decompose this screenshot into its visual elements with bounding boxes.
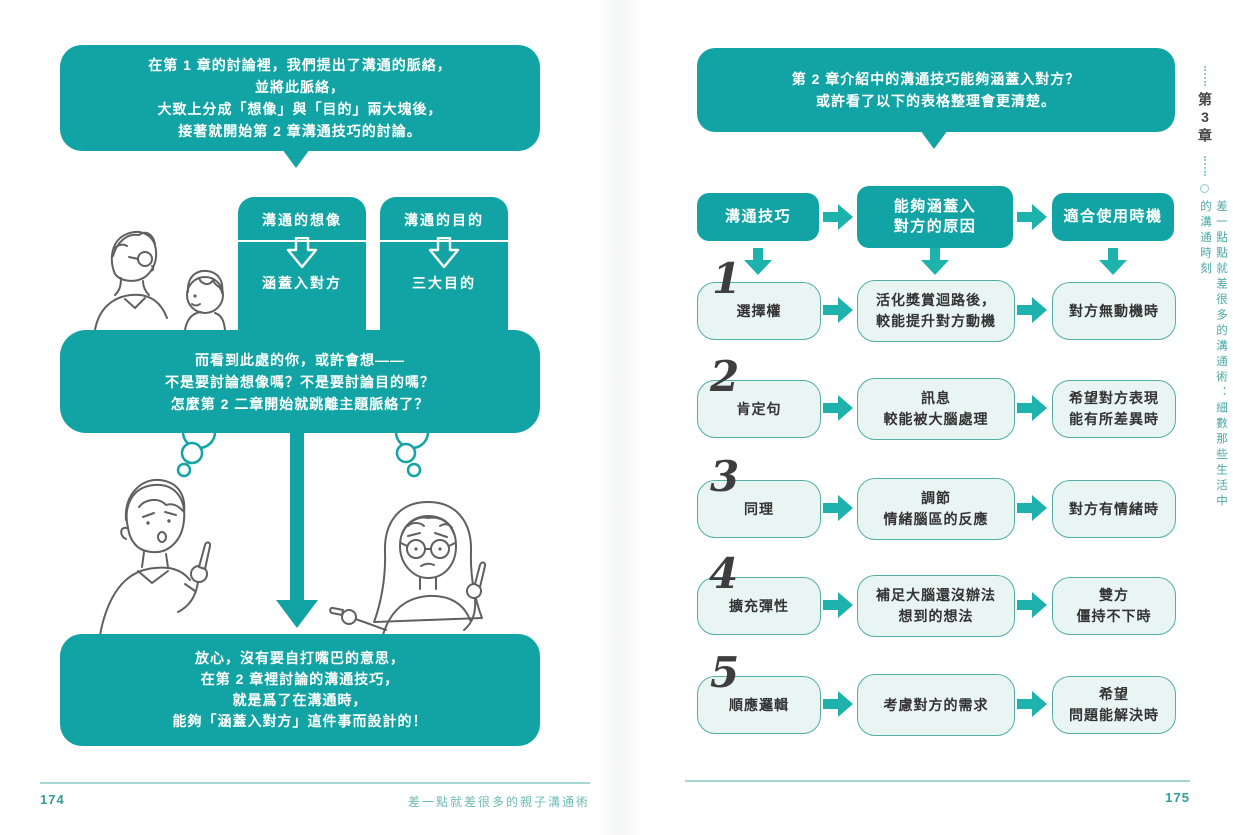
row-number: 2: [710, 352, 740, 401]
cell-timing: 對方有情緒時: [1052, 480, 1176, 538]
left-bottom-speech-bubble: 放心，沒有要自打嘴巴的意思， 在第 2 章裡討論的溝通技巧， 就是爲了在溝通時，…: [60, 634, 540, 746]
cell-text: 肯定句: [736, 400, 782, 417]
branch-header: 溝通的目的: [404, 212, 484, 228]
arrow-right-icon: [1017, 691, 1047, 717]
arrow-right-icon: [1017, 592, 1047, 618]
woman-pointing-illustration: [329, 501, 487, 648]
table-header-reason: 能夠涵蓋入 對方的原因: [857, 186, 1013, 248]
left-top-speech-bubble: 在第 1 章的討論裡，我們提出了溝通的脈絡， 並將此脈絡， 大致上分成「想像」與…: [60, 45, 540, 151]
man-pointing-illustration: [97, 478, 212, 648]
cell-reason: 活化獎賞迴路後， 較能提升對方動機: [857, 280, 1015, 342]
cell-reason: 調節 情緒腦區的反應: [857, 478, 1015, 540]
cell-text: 希望對方表現 能有所差異時: [1069, 390, 1159, 427]
cell-text: 訊息 較能被大腦處理: [883, 390, 989, 427]
sidebar-dotted-rule: [1204, 156, 1206, 176]
cell-text: 同理: [744, 500, 774, 517]
arrow-right-icon: [823, 204, 853, 230]
branch-box-purpose: 溝通的目的 三大目的: [380, 197, 508, 337]
right-page: 第 2 章介紹中的溝通技巧能夠涵蓋入對方？ 或許看了以下的表格整理會更清楚。 溝…: [616, 0, 1233, 835]
cell-reason: 訊息 較能被大腦處理: [857, 378, 1015, 440]
cell-text: 考慮對方的需求: [883, 696, 989, 713]
left-middle-speech-bubble: 而看到此處的你，或許會想—— 不是要討論想像嗎？不是要討論目的嗎？ 怎麼第 2 …: [60, 330, 540, 433]
left-page: 在第 1 章的討論裡，我們提出了溝通的脈絡， 並將此脈絡， 大致上分成「想像」與…: [0, 0, 616, 835]
table-header-label: 能夠涵蓋入 對方的原因: [893, 198, 977, 235]
arrow-down-icon: [921, 248, 949, 275]
page-number-left: 174: [40, 792, 65, 807]
cell-skill: 肯定句: [697, 380, 821, 438]
cell-text: 擴充彈性: [729, 597, 789, 614]
cell-timing: 希望 問題能解決時: [1052, 676, 1176, 734]
table-header-timing: 適合使用時機: [1052, 193, 1174, 241]
table-header-label: 適合使用時機: [1063, 208, 1163, 225]
cell-skill: 擴充彈性: [697, 577, 821, 635]
divider: [238, 240, 366, 242]
speech-bubble-tail: [920, 130, 948, 149]
cell-text: 對方有情緒時: [1069, 500, 1159, 517]
cell-timing: 對方無動機時: [1052, 282, 1176, 340]
page-number-right: 175: [1165, 790, 1190, 805]
cell-timing: 雙方 僵持不下時: [1052, 577, 1176, 635]
row-number: 4: [709, 549, 739, 598]
arrow-right-icon: [1017, 204, 1047, 230]
running-footer-title: 差一點就差很多的親子溝通術: [407, 795, 590, 809]
cell-text: 順應邏輯: [729, 696, 789, 713]
cell-text: 補足大腦還沒辦法 想到的想法: [876, 587, 996, 624]
cell-skill: 同理: [697, 480, 821, 538]
chapter-title: 差一點點就差很多的溝通術：細數那些生活中的溝通時刻: [1199, 200, 1227, 510]
row-number: 3: [710, 452, 740, 501]
table-header-label: 溝通技巧: [724, 208, 791, 225]
arrow-right-icon: [823, 691, 853, 717]
arrow-right-icon: [823, 495, 853, 521]
arrow-down-icon: [1099, 248, 1127, 275]
cell-reason: 補足大腦還沒辦法 想到的想法: [857, 575, 1015, 637]
cell-text: 雙方 僵持不下時: [1076, 587, 1152, 624]
branch-box-imagination: 溝通的想像 涵蓋入對方: [238, 197, 366, 337]
cell-timing: 希望對方表現 能有所差異時: [1052, 380, 1176, 438]
footer-rule: [685, 780, 1190, 782]
row-number: 5: [710, 648, 740, 697]
right-top-speech-bubble: 第 2 章介紹中的溝通技巧能夠涵蓋入對方？ 或許看了以下的表格整理會更清楚。: [697, 48, 1175, 132]
branch-header: 溝通的想像: [262, 212, 342, 228]
arrow-right-icon: [823, 592, 853, 618]
father-and-child-illustration: [94, 231, 226, 330]
arrow-down-icon: [744, 248, 772, 275]
divider: [380, 240, 508, 242]
table-header-skill: 溝通技巧: [697, 193, 819, 241]
row-number: 1: [712, 254, 742, 303]
cell-text: 對方無動機時: [1069, 302, 1159, 319]
cell-text: 活化獎賞迴路後， 較能提升對方動機: [876, 292, 996, 329]
cell-skill: 順應邏輯: [697, 676, 821, 734]
page-gutter: [596, 0, 644, 835]
arrow-down-icon: [290, 430, 304, 600]
speech-bubble-tail: [282, 149, 310, 168]
cell-text: 選擇權: [736, 302, 782, 319]
cell-text: 調節 情緒腦區的反應: [883, 490, 989, 527]
arrow-right-icon: [823, 297, 853, 323]
arrow-right-icon: [1017, 297, 1047, 323]
chapter-marker: 第3章: [1197, 92, 1213, 145]
branch-result: 涵蓋入對方: [262, 275, 342, 291]
cell-skill: 選擇權: [697, 282, 821, 340]
footer-rule: [40, 782, 590, 784]
arrow-down-head-icon: [276, 600, 318, 628]
arrow-right-icon: [1017, 395, 1047, 421]
sidebar-dotted-rule: [1204, 66, 1206, 86]
arrow-right-icon: [1017, 495, 1047, 521]
cell-reason: 考慮對方的需求: [857, 674, 1015, 736]
branch-result: 三大目的: [412, 275, 476, 291]
arrow-right-icon: [823, 395, 853, 421]
ring-icon: [1200, 184, 1209, 193]
cell-text: 希望 問題能解決時: [1069, 686, 1159, 723]
